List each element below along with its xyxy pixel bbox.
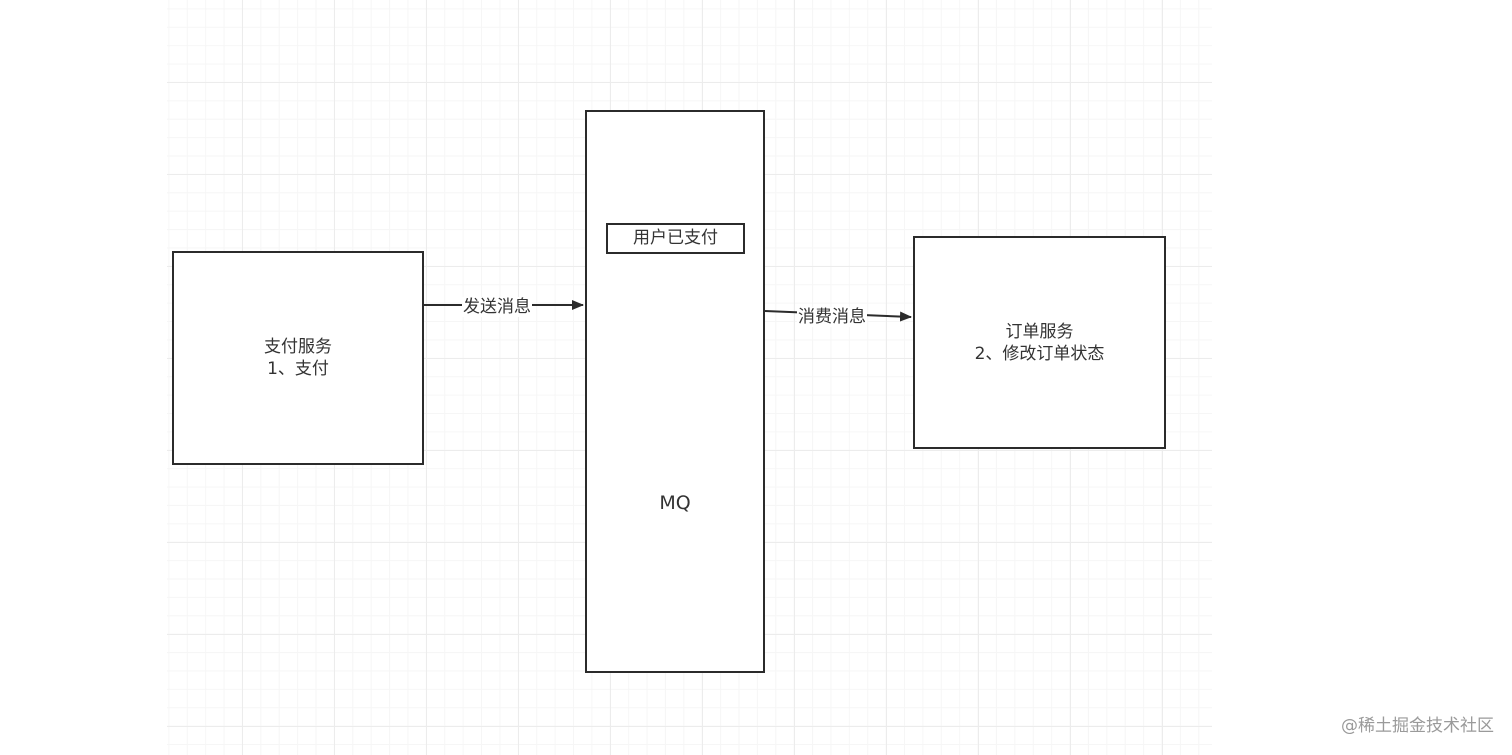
- order-service-title: 订单服务: [1005, 321, 1074, 342]
- order-service-step: 2、修改订单状态: [974, 343, 1105, 364]
- payment-service-node[interactable]: 支付服务 1、支付: [172, 251, 424, 465]
- payment-service-title: 支付服务: [264, 337, 332, 357]
- watermark: @稀土掘金技术社区: [1341, 716, 1494, 736]
- mq-node[interactable]: MQ: [585, 110, 765, 673]
- payment-service-step: 1、支付: [267, 359, 329, 379]
- mq-message-item[interactable]: 用户已支付: [606, 223, 745, 254]
- consume-message-label: 消费消息: [797, 307, 867, 327]
- send-message-label: 发送消息: [462, 297, 532, 317]
- mq-label: MQ: [659, 492, 691, 514]
- order-service-node[interactable]: 订单服务 2、修改订单状态: [913, 236, 1166, 449]
